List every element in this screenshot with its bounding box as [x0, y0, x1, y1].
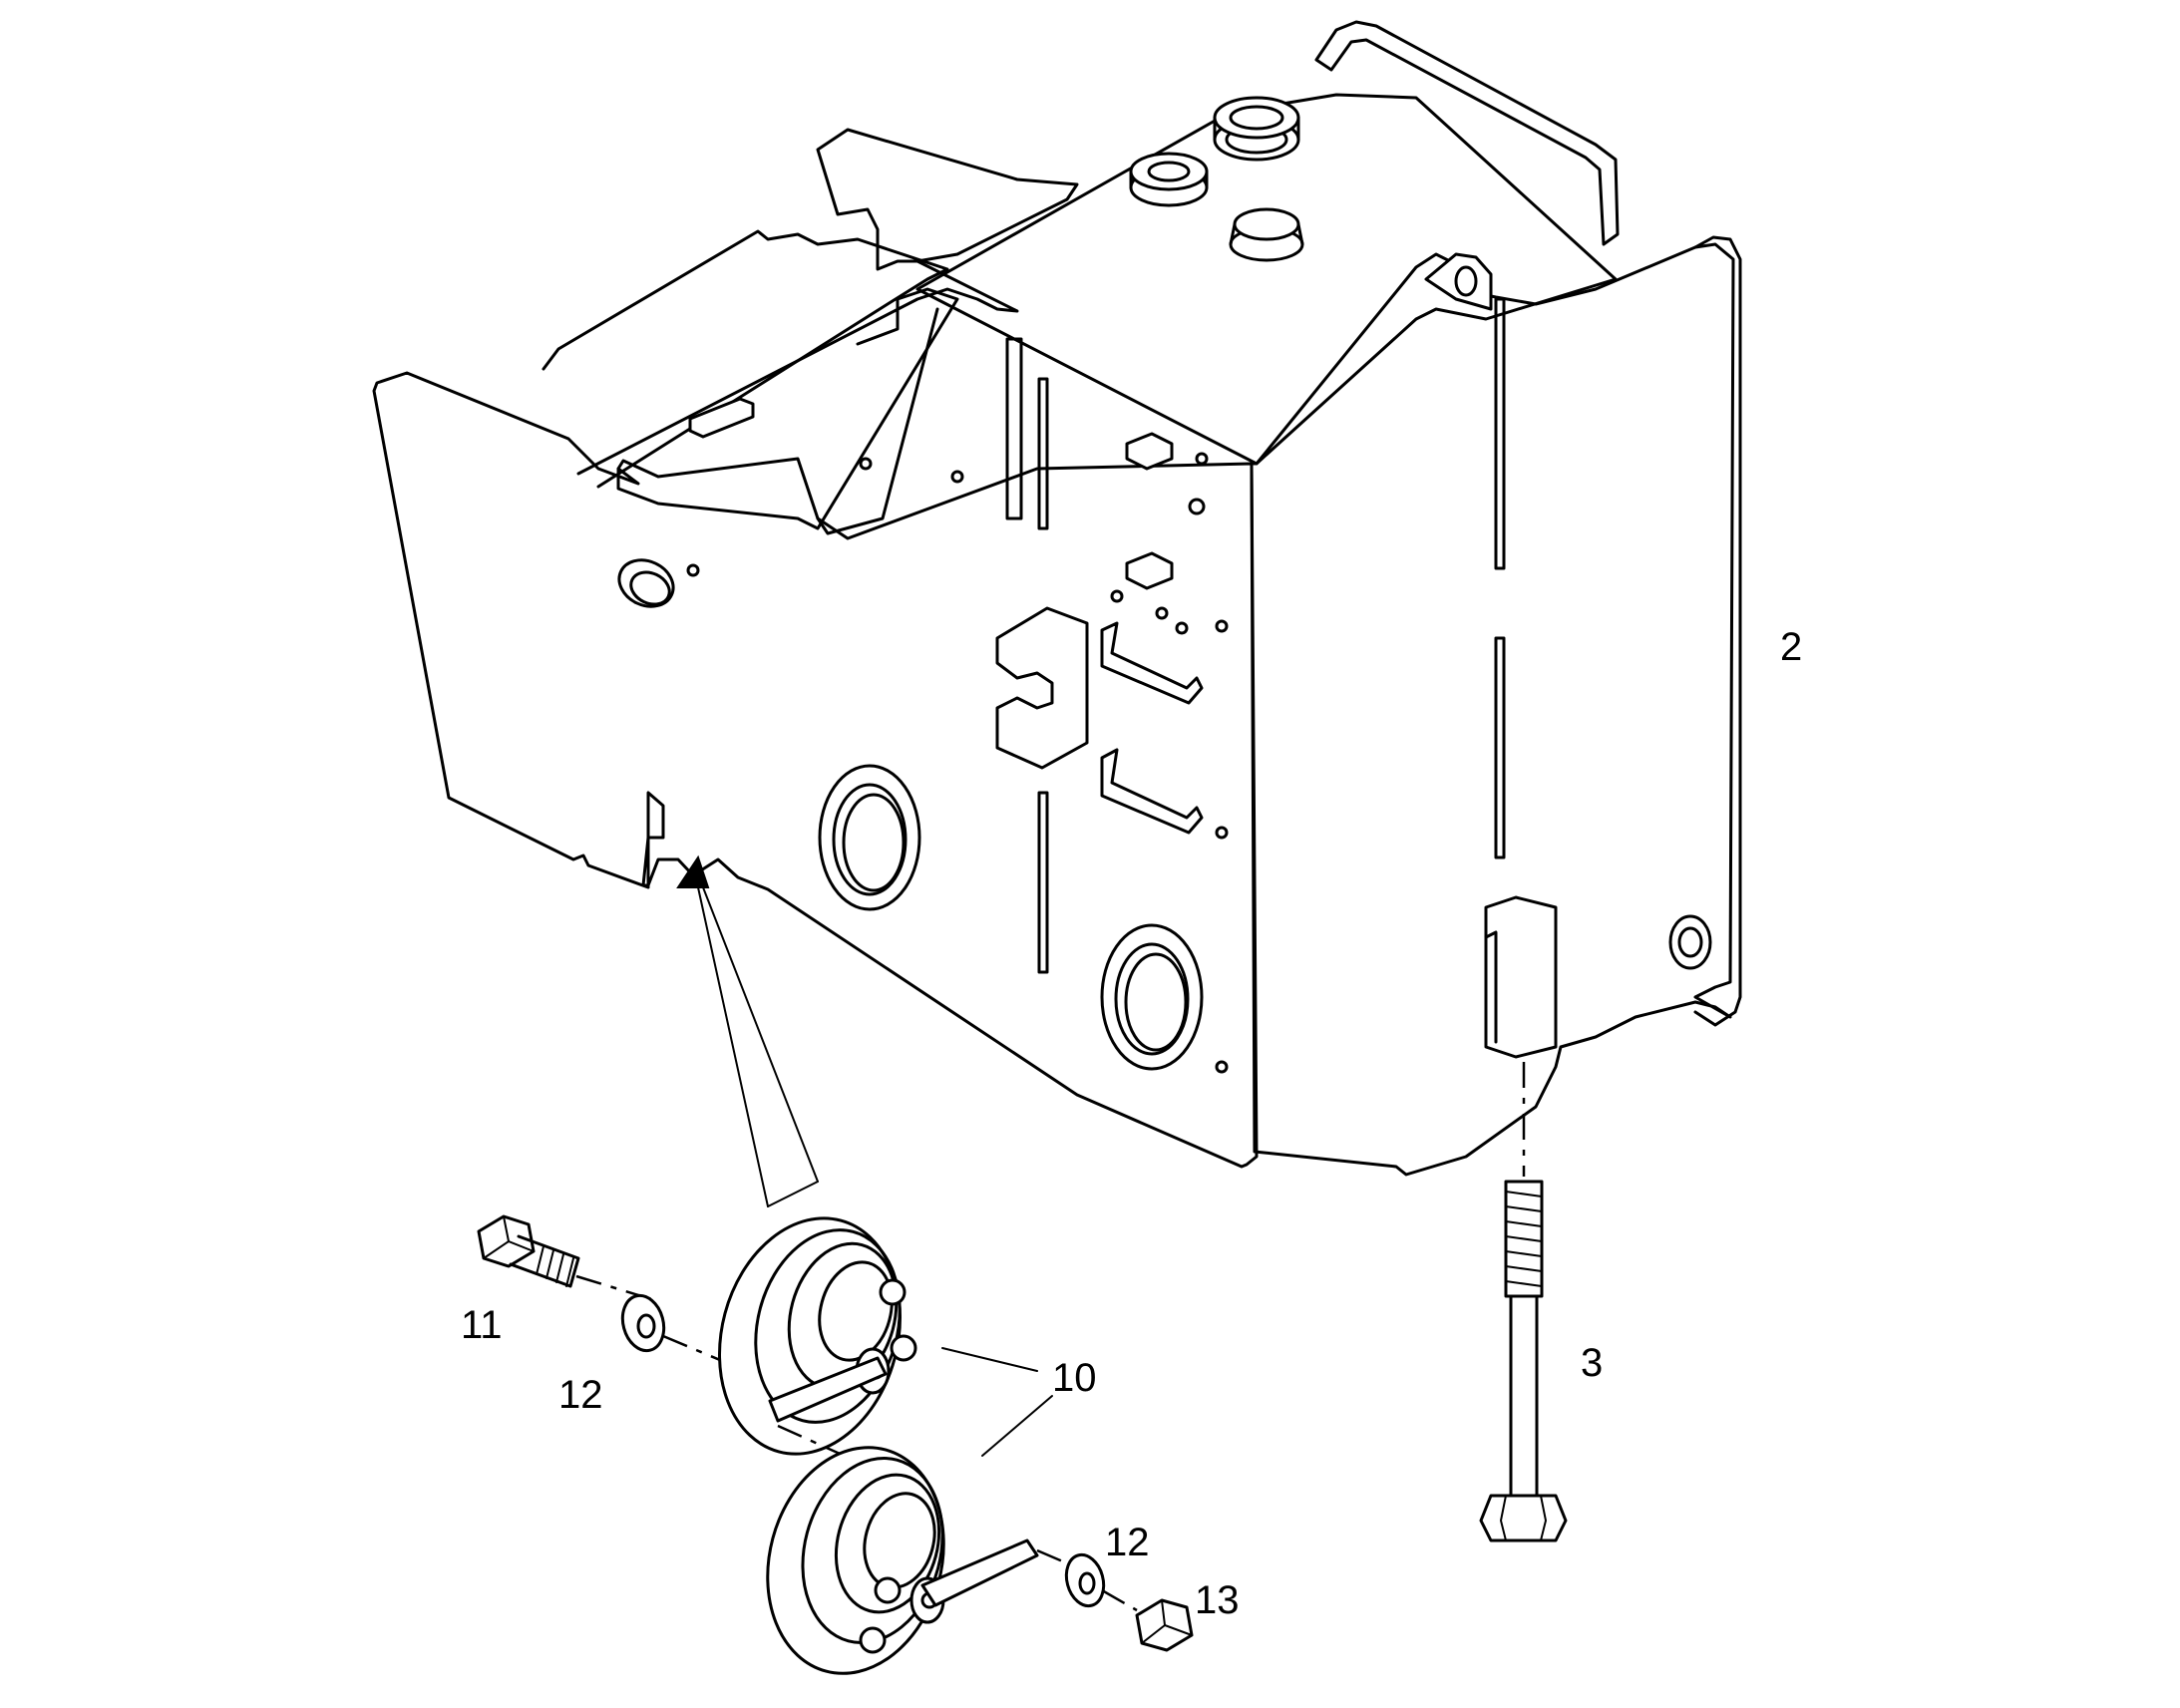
frame-rail-edge: [542, 229, 949, 489]
horn-upper: [718, 1216, 917, 1473]
tank-frame-assembly: [372, 20, 1742, 1177]
callout-horn: 10: [1052, 1356, 1097, 1400]
drain-plug: [1229, 207, 1304, 262]
clip-bracket-lower: [1100, 748, 1204, 835]
u-bracket: [995, 606, 1089, 770]
view-arrow: [676, 854, 819, 1207]
carry-handle: [1314, 20, 1620, 246]
frame-brace: [816, 307, 939, 535]
frame-inner-channel: [616, 287, 959, 530]
callout-washer-right: 12: [1105, 1521, 1150, 1564]
screw: [477, 1214, 659, 1303]
callout-washer-left: 12: [558, 1373, 603, 1417]
bolt-boss-block: [1484, 895, 1558, 1059]
long-bolt: [1479, 1062, 1568, 1542]
callout-screw: 11: [461, 1303, 503, 1347]
washer-left: [620, 1293, 759, 1378]
horn-lower: [766, 1446, 1073, 1675]
side-oval-port: [617, 558, 675, 608]
filler-neck: [1213, 96, 1300, 162]
tank-right-flange: [1693, 235, 1742, 1027]
nut: [1135, 1598, 1194, 1652]
vent-fitting: [1129, 152, 1209, 207]
boss-block-edge: [1484, 930, 1498, 1044]
callout-labels: 2 3 10 11 12 12 13: [461, 625, 1802, 1622]
callout-nut: 13: [1195, 1578, 1240, 1622]
top-frame-rail: [576, 128, 1079, 476]
left-side-plate: [372, 371, 1259, 1169]
sight-port-upper: [818, 764, 921, 911]
side-fitting: [1668, 914, 1712, 970]
mounting-studs: [686, 452, 1229, 1074]
clip-bracket-upper: [1100, 621, 1204, 705]
front-face-slots: [1005, 297, 1506, 974]
washer-right: [1064, 1552, 1138, 1612]
small-mount-blocks: [688, 397, 1174, 590]
callout-bolt-long: 3: [1581, 1341, 1603, 1385]
callout-tank: 2: [1780, 625, 1802, 669]
leader-lines: [941, 1347, 1053, 1457]
sight-port-lower: [1100, 923, 1204, 1071]
lifting-eye: [1424, 252, 1493, 311]
